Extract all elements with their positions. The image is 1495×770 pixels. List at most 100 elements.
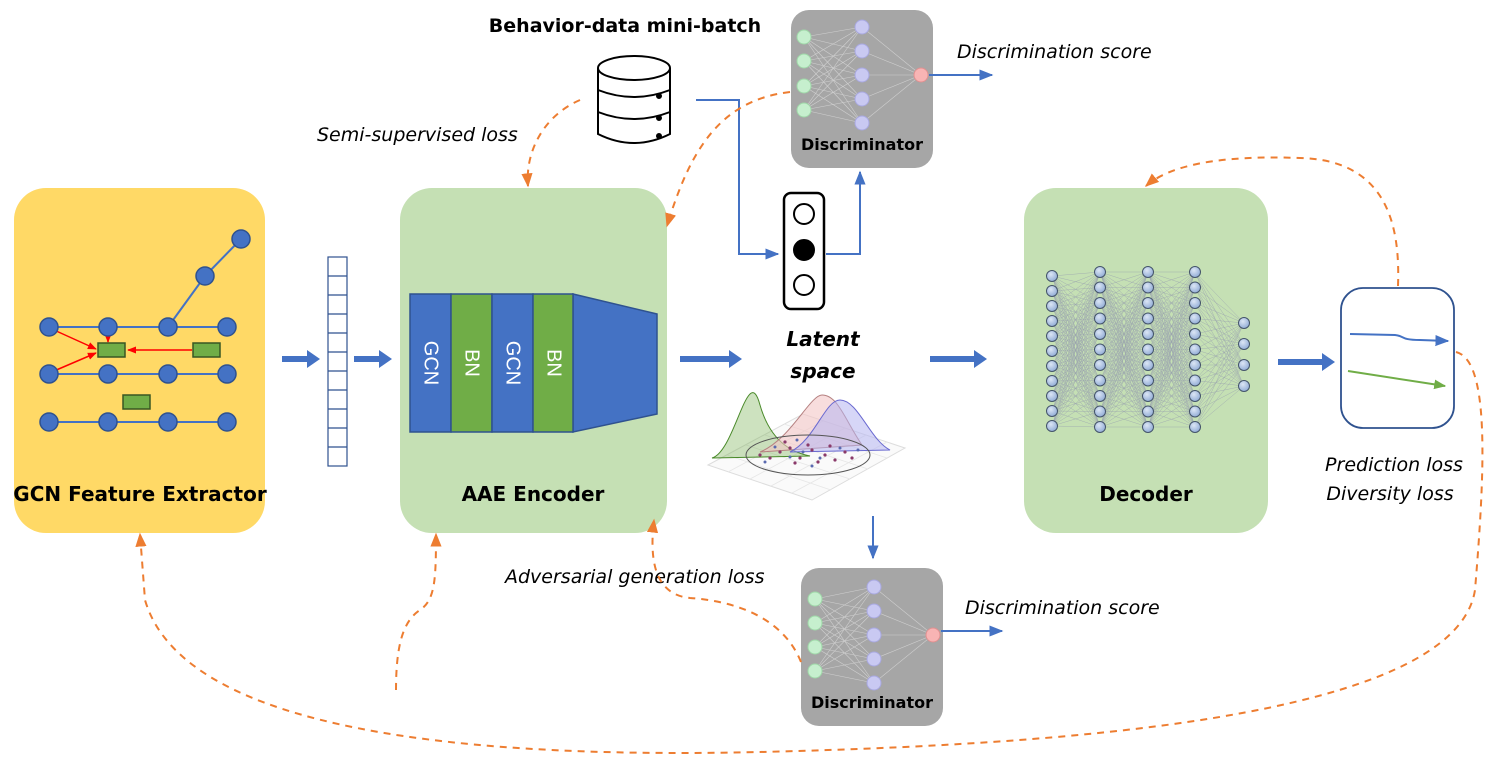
aae-encoder-panel: GCN BN GCN BN AAE Encoder [400,188,667,533]
encoder-layer-label: GCN [420,341,442,385]
output-trajectory-box [1340,287,1455,429]
decoder-node [1142,328,1154,340]
encoder-loss-branch-path [395,532,442,691]
discriminator-bottom: Discriminator [801,568,943,726]
batch-route-line [696,99,780,260]
graph-red-arrows [53,329,192,372]
decoder-node [1046,300,1058,312]
global-loss-loop-path [135,351,1484,754]
decoder-node [1142,374,1154,387]
decoder-node [1142,297,1154,309]
selector-to-discriminator-line [826,170,866,255]
encoder-layer-label: GCN [502,341,524,385]
decoder-node [1046,345,1058,357]
gcn-feature-extractor-panel: GCN Feature Extractor [13,188,267,533]
decoder-node [1142,343,1154,356]
decoder-node [1094,297,1106,309]
decoder-node [1189,281,1201,294]
decoder-label: Decoder [1099,482,1193,506]
diversity-loss-label: Diversity loss [1326,483,1453,505]
flow-arrow-latent-to-decoder [930,350,987,368]
decoder-node [1046,420,1058,432]
decoder-node [1189,359,1201,371]
gcn-feature-extractor-label: GCN Feature Extractor [13,482,267,506]
adversarial-generation-loss-label: Adversarial generation loss [503,566,765,588]
flow-arrow-decoder-to-output [1278,353,1335,371]
decoder-node [1189,297,1201,309]
decoder-node [1238,359,1250,371]
decoder-node [1142,390,1154,402]
latent-space-label: Latent [786,327,861,351]
decoder-node [1142,312,1154,325]
decoder-node [1094,328,1106,340]
decoder-node [1189,312,1201,325]
decoder-node [1142,421,1154,433]
encoder-funnel [572,293,658,433]
decoder-network-icon [1046,266,1250,433]
decoder-node [1189,374,1201,387]
latent-space-label: space [790,359,855,383]
decoder-node [1094,312,1106,325]
encoder-layer-label: BN [461,349,483,377]
discrimination-score-top-label: Discrimination score [957,41,1152,63]
decoder-node [1046,360,1058,372]
discriminator-top-feedback-path [665,91,791,228]
encoder-layer-gcn-2 [491,293,534,433]
decoder-node [1094,266,1106,278]
decoder-node [1046,390,1058,402]
graph-structure-icon [49,238,242,423]
decoder-node [1046,375,1058,387]
loss-feedback-paths [135,91,1484,754]
decoder-node [1094,421,1106,433]
flow-arrow-encoder-to-latent [680,350,742,368]
flow-arrow-gcn-to-vector [282,350,320,368]
decoder-node [1189,390,1201,402]
decoder-node [1238,380,1250,392]
decoder-node [1189,421,1201,433]
decoder-node [1046,285,1058,297]
flow-arrow-vector-to-encoder [354,350,392,368]
decoder-node [1046,405,1058,417]
decoder-node [1094,374,1106,387]
decoder-node [1238,317,1250,329]
prediction-loss-label: Prediction loss [1325,454,1463,476]
decoder-node [1046,315,1058,327]
encoder-layer-bn-1 [450,293,493,433]
decoder-node [1094,405,1106,418]
graph-blue-nodes [39,229,251,432]
feature-vector [327,256,348,467]
decoder-node [1189,405,1201,418]
decoder-node [1238,338,1250,350]
adversarial-loss-path [646,518,802,663]
decoder-node [1142,281,1154,294]
encoder-layer-bn-2 [532,293,574,433]
encoder-layer-label: BN [543,349,565,377]
graph-green-nodes [97,342,221,410]
behavior-batch-label: Behavior-data mini-batch [489,15,761,37]
decoder-node [1094,343,1106,356]
discriminator-top: Discriminator [791,10,933,168]
discrimination-score-bottom-label: Discrimination score [965,597,1160,619]
decoder-node [1142,359,1154,371]
decoder-node [1046,270,1058,282]
decoder-node [1142,405,1154,418]
database-icon [597,55,671,144]
latent-distribution-plot [706,392,907,501]
semi-supervised-loss-label: Semi-supervised loss [317,124,518,146]
decoder-node [1046,330,1058,342]
decoder-panel: Decoder [1024,188,1268,533]
discriminator-bottom-label: Discriminator [811,693,933,712]
decoder-node [1094,390,1106,402]
aae-encoder-label: AAE Encoder [462,482,605,506]
decoder-node [1094,281,1106,294]
latent-selector-icon [782,191,826,311]
prediction-feedback-path [1144,156,1400,287]
decoder-node [1189,266,1201,278]
decoder-node [1189,343,1201,356]
semi-supervised-loss-path [521,99,581,188]
decoder-node [1189,328,1201,340]
discriminator-top-label: Discriminator [801,135,923,154]
decoder-node [1094,359,1106,371]
decoder-node [1142,266,1154,278]
